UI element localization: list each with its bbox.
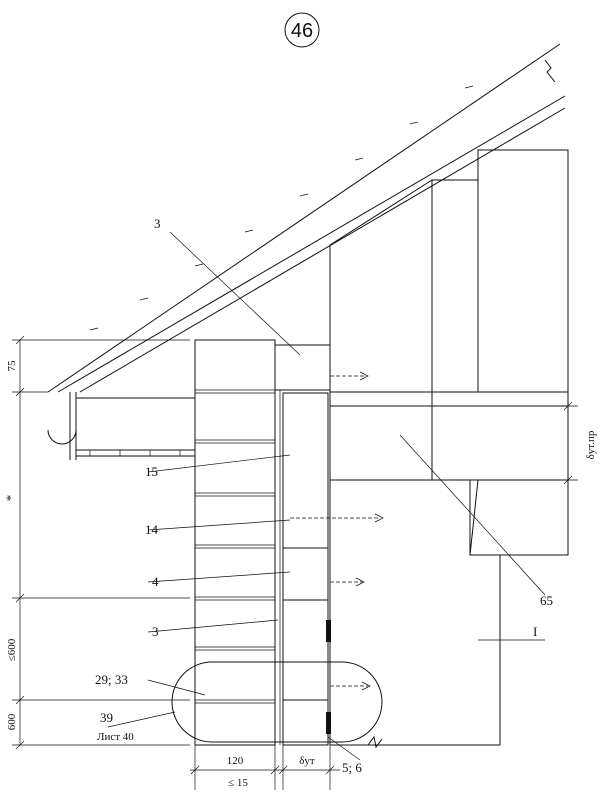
wall-ties [290,371,384,691]
insulation [274,344,331,746]
floor-slab [329,391,569,556]
svg-text:600: 600 [6,713,18,730]
callout-65: 65 [540,593,553,608]
bottom-dimension-labels: 120 ≤ 15 δут [227,755,315,789]
svg-text:δут: δут [299,755,315,767]
floor-insulation-dimension [560,380,578,490]
callout-3-top: 3 [154,216,161,231]
brick-facing [194,339,281,746]
leader-lines [107,231,546,761]
svg-text:≤600: ≤600 [6,638,18,661]
load-bearing-wall [329,179,501,746]
callout-4: 4 [152,574,159,589]
callout-5-6: 5; 6 [342,760,362,775]
roof [47,43,566,460]
callout-39-sheet: Лист 40 [97,731,134,743]
callout-29-33: 29; 33 [95,672,128,687]
callout-39: 39 [100,710,113,725]
floor-insulation-label: δут.пр [585,430,597,459]
svg-text:46: 46 [291,20,313,42]
callout-labels: 3 15 14 4 3 29; 33 39 Лист 40 65 I 5; 6 [95,216,553,775]
callout-3-bottom: 3 [152,624,159,639]
sheet-number: 46 [284,12,320,48]
callout-14: 14 [145,522,159,537]
svg-text:75: 75 [6,360,18,372]
callout-15: 15 [145,464,158,479]
svg-text:120: 120 [227,755,244,767]
left-dimension-labels: 75 * ≤600 600 [3,360,18,730]
svg-text:≤ 15: ≤ 15 [228,777,248,789]
timber-structure [431,149,569,393]
bottom-dimension-chain [190,745,340,790]
detail-oval [171,661,383,743]
svg-text:*: * [3,495,18,502]
left-dimension-chain [12,335,190,750]
break-mark [367,735,383,749]
callout-I: I [533,624,537,639]
